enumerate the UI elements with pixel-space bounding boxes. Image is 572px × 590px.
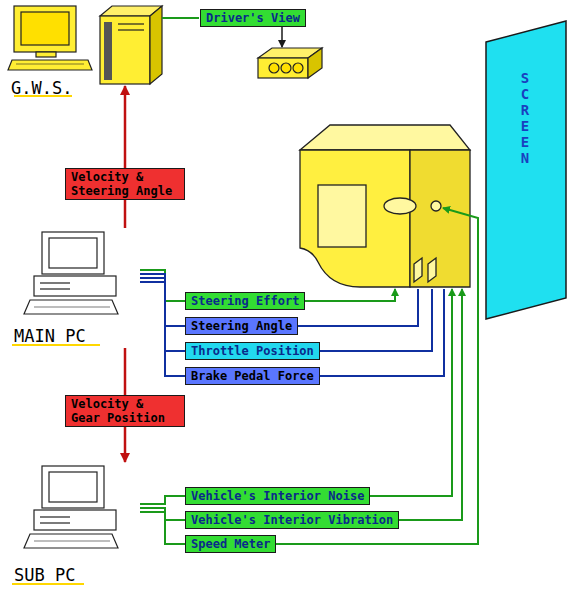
main-computer bbox=[24, 232, 118, 314]
computer-label: SUB PC bbox=[14, 565, 75, 585]
connector bbox=[124, 427, 127, 462]
signal-box: Brake Pedal Force bbox=[185, 367, 320, 385]
connector bbox=[140, 278, 185, 351]
main-pc: MAIN PC bbox=[8, 228, 140, 348]
connector bbox=[124, 348, 127, 395]
signal-name: Velocity & Gear Position bbox=[71, 397, 179, 425]
data-box: Velocity & Gear Position bbox=[65, 395, 185, 427]
connector bbox=[140, 282, 185, 376]
projection-screen: SCREEN bbox=[485, 20, 567, 320]
sub-computer bbox=[24, 466, 118, 548]
signal-box: Steering Angle bbox=[185, 317, 298, 335]
connector bbox=[140, 508, 185, 520]
workstation: G.W.S. bbox=[5, 3, 100, 100]
signal-name: Driver's View bbox=[206, 11, 300, 25]
signal-box: Vehicle's Interior Noise bbox=[185, 487, 370, 505]
screen-outline bbox=[485, 20, 567, 320]
signal-name: Brake Pedal Force bbox=[191, 369, 314, 383]
signal-name: Throttle Position bbox=[191, 344, 314, 358]
signal-name: Steering Effort bbox=[191, 294, 299, 308]
signal-box: Speed Meter bbox=[185, 535, 276, 553]
connector bbox=[124, 200, 127, 228]
connector bbox=[140, 512, 185, 544]
signal-name: Vehicle's Interior Noise bbox=[191, 489, 364, 503]
projector bbox=[258, 48, 322, 78]
image-generator bbox=[100, 6, 162, 84]
connector bbox=[140, 496, 185, 504]
signal-name: Steering Angle bbox=[191, 319, 292, 333]
screen-label: SCREEN bbox=[518, 70, 532, 166]
sub-pc: SUB PC bbox=[8, 462, 140, 587]
driving-cabin bbox=[300, 125, 470, 287]
signal-box: Vehicle's Interior Vibration bbox=[185, 511, 399, 529]
signal-box: Steering Effort bbox=[185, 292, 305, 310]
signal-name: Speed Meter bbox=[191, 537, 270, 551]
data-box: Velocity & Steering Angle bbox=[65, 168, 185, 200]
gws-computer bbox=[8, 6, 92, 70]
signal-box: Driver's View bbox=[200, 9, 306, 27]
signal-box: Throttle Position bbox=[185, 342, 320, 360]
computer-label: MAIN PC bbox=[14, 326, 86, 346]
signal-name: Vehicle's Interior Vibration bbox=[191, 513, 393, 527]
signal-name: Velocity & Steering Angle bbox=[71, 170, 179, 198]
computer-label: G.W.S. bbox=[11, 78, 72, 98]
